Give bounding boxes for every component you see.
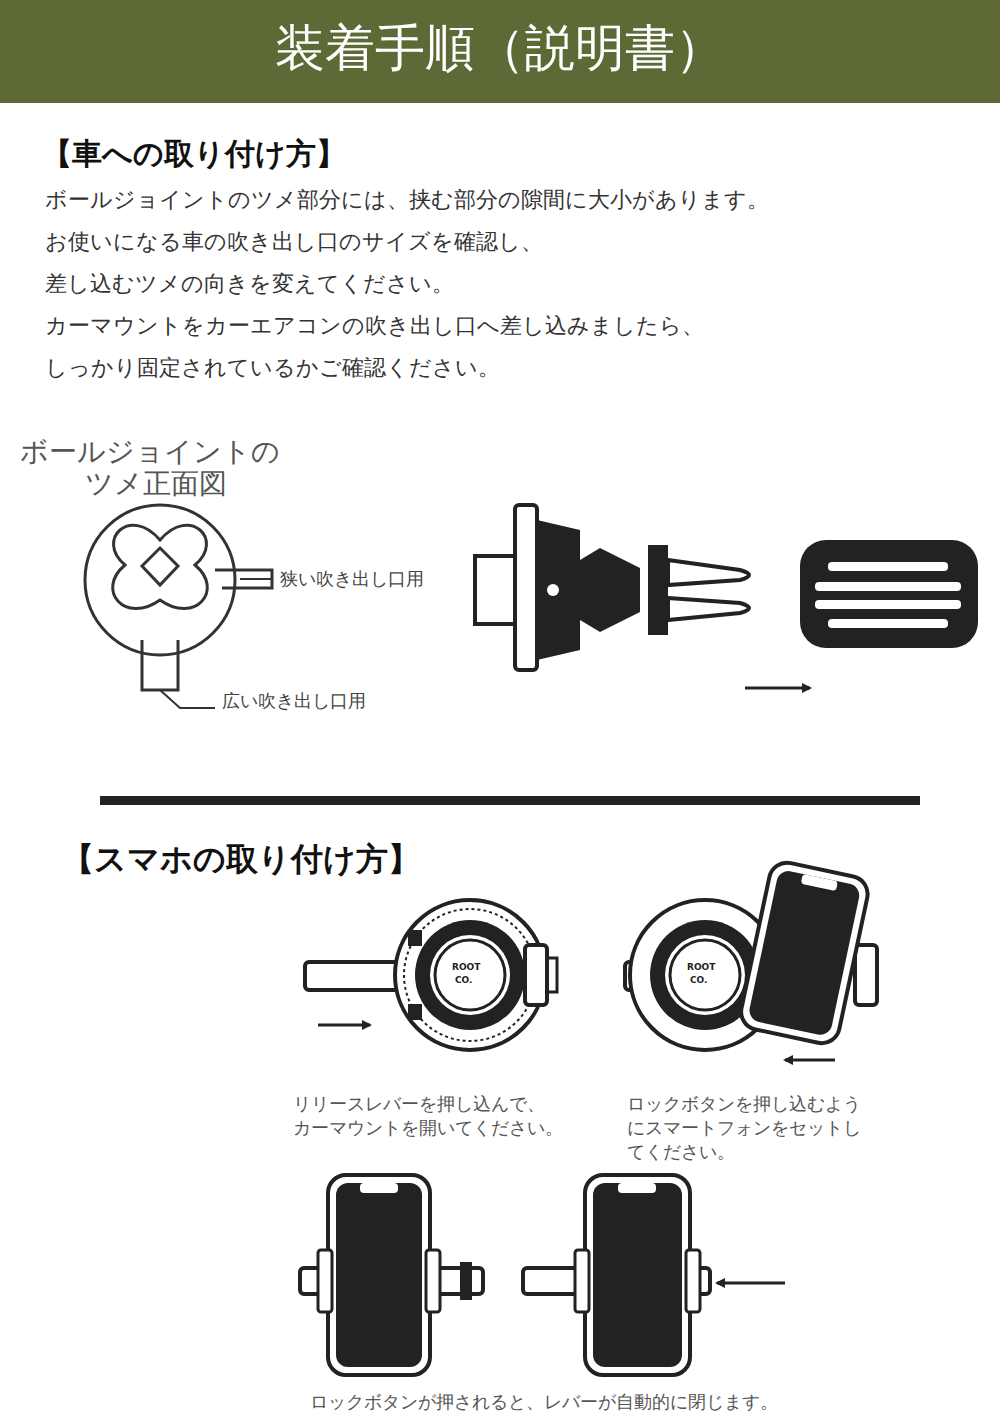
close-arrow — [717, 1282, 785, 1285]
step-caption: ロックボタンが押されると、レバーが自動的に閉じます。 — [310, 1391, 778, 1413]
callout-label: 広い吹き出し口用 — [222, 690, 366, 712]
body-text: 差し込むツメの向きを変えてください。 — [45, 271, 454, 297]
step-caption: ロックボタンを押し込むよう — [627, 1093, 861, 1115]
insert-arrow — [745, 687, 810, 690]
mount-side-view — [475, 505, 749, 670]
divider — [100, 796, 920, 805]
body-text: ボールジョイントのツメ部分には、挟む部分の隙間に大小があります。 — [45, 187, 769, 213]
mount-closed — [300, 1175, 483, 1375]
mount-with-phone — [625, 859, 877, 1050]
logo-text: ROOT — [452, 962, 480, 973]
body-text: しっかり固定されているかご確認ください。 — [45, 355, 500, 381]
callout-label: 狭い吹き出し口用 — [280, 568, 424, 590]
body-text: お使いになる車の吹き出し口のサイズを確認し、 — [45, 229, 543, 255]
step-caption: にスマートフォンをセットし — [627, 1117, 861, 1139]
figure-label: ツメ正面図 — [85, 467, 227, 501]
body-text: カーマウントをカーエアコンの吹き出し口へ差し込みましたら、 — [45, 313, 704, 339]
set-arrow — [785, 1059, 835, 1062]
air-vent — [800, 540, 978, 648]
logo-text: CO. — [690, 975, 707, 986]
page-title: 装着手順（説明書） — [275, 18, 725, 78]
mount-closed-pressed — [523, 1175, 710, 1375]
step-caption: カーマウントを開いてください。 — [293, 1117, 563, 1139]
claw-front-view — [85, 505, 272, 708]
push-arrow — [318, 1024, 370, 1027]
section-heading: 【スマホの取り付け方】 — [62, 840, 420, 878]
figure-label: ボールジョイントの — [20, 435, 280, 469]
step-caption: てください。 — [627, 1141, 735, 1163]
logo-text: ROOT — [687, 962, 715, 973]
step-caption: リリースレバーを押し込んで、 — [293, 1093, 545, 1115]
section-heading: 【車への取り付け方】 — [42, 136, 346, 172]
logo-text: CO. — [455, 975, 472, 986]
mount-open — [305, 900, 557, 1050]
